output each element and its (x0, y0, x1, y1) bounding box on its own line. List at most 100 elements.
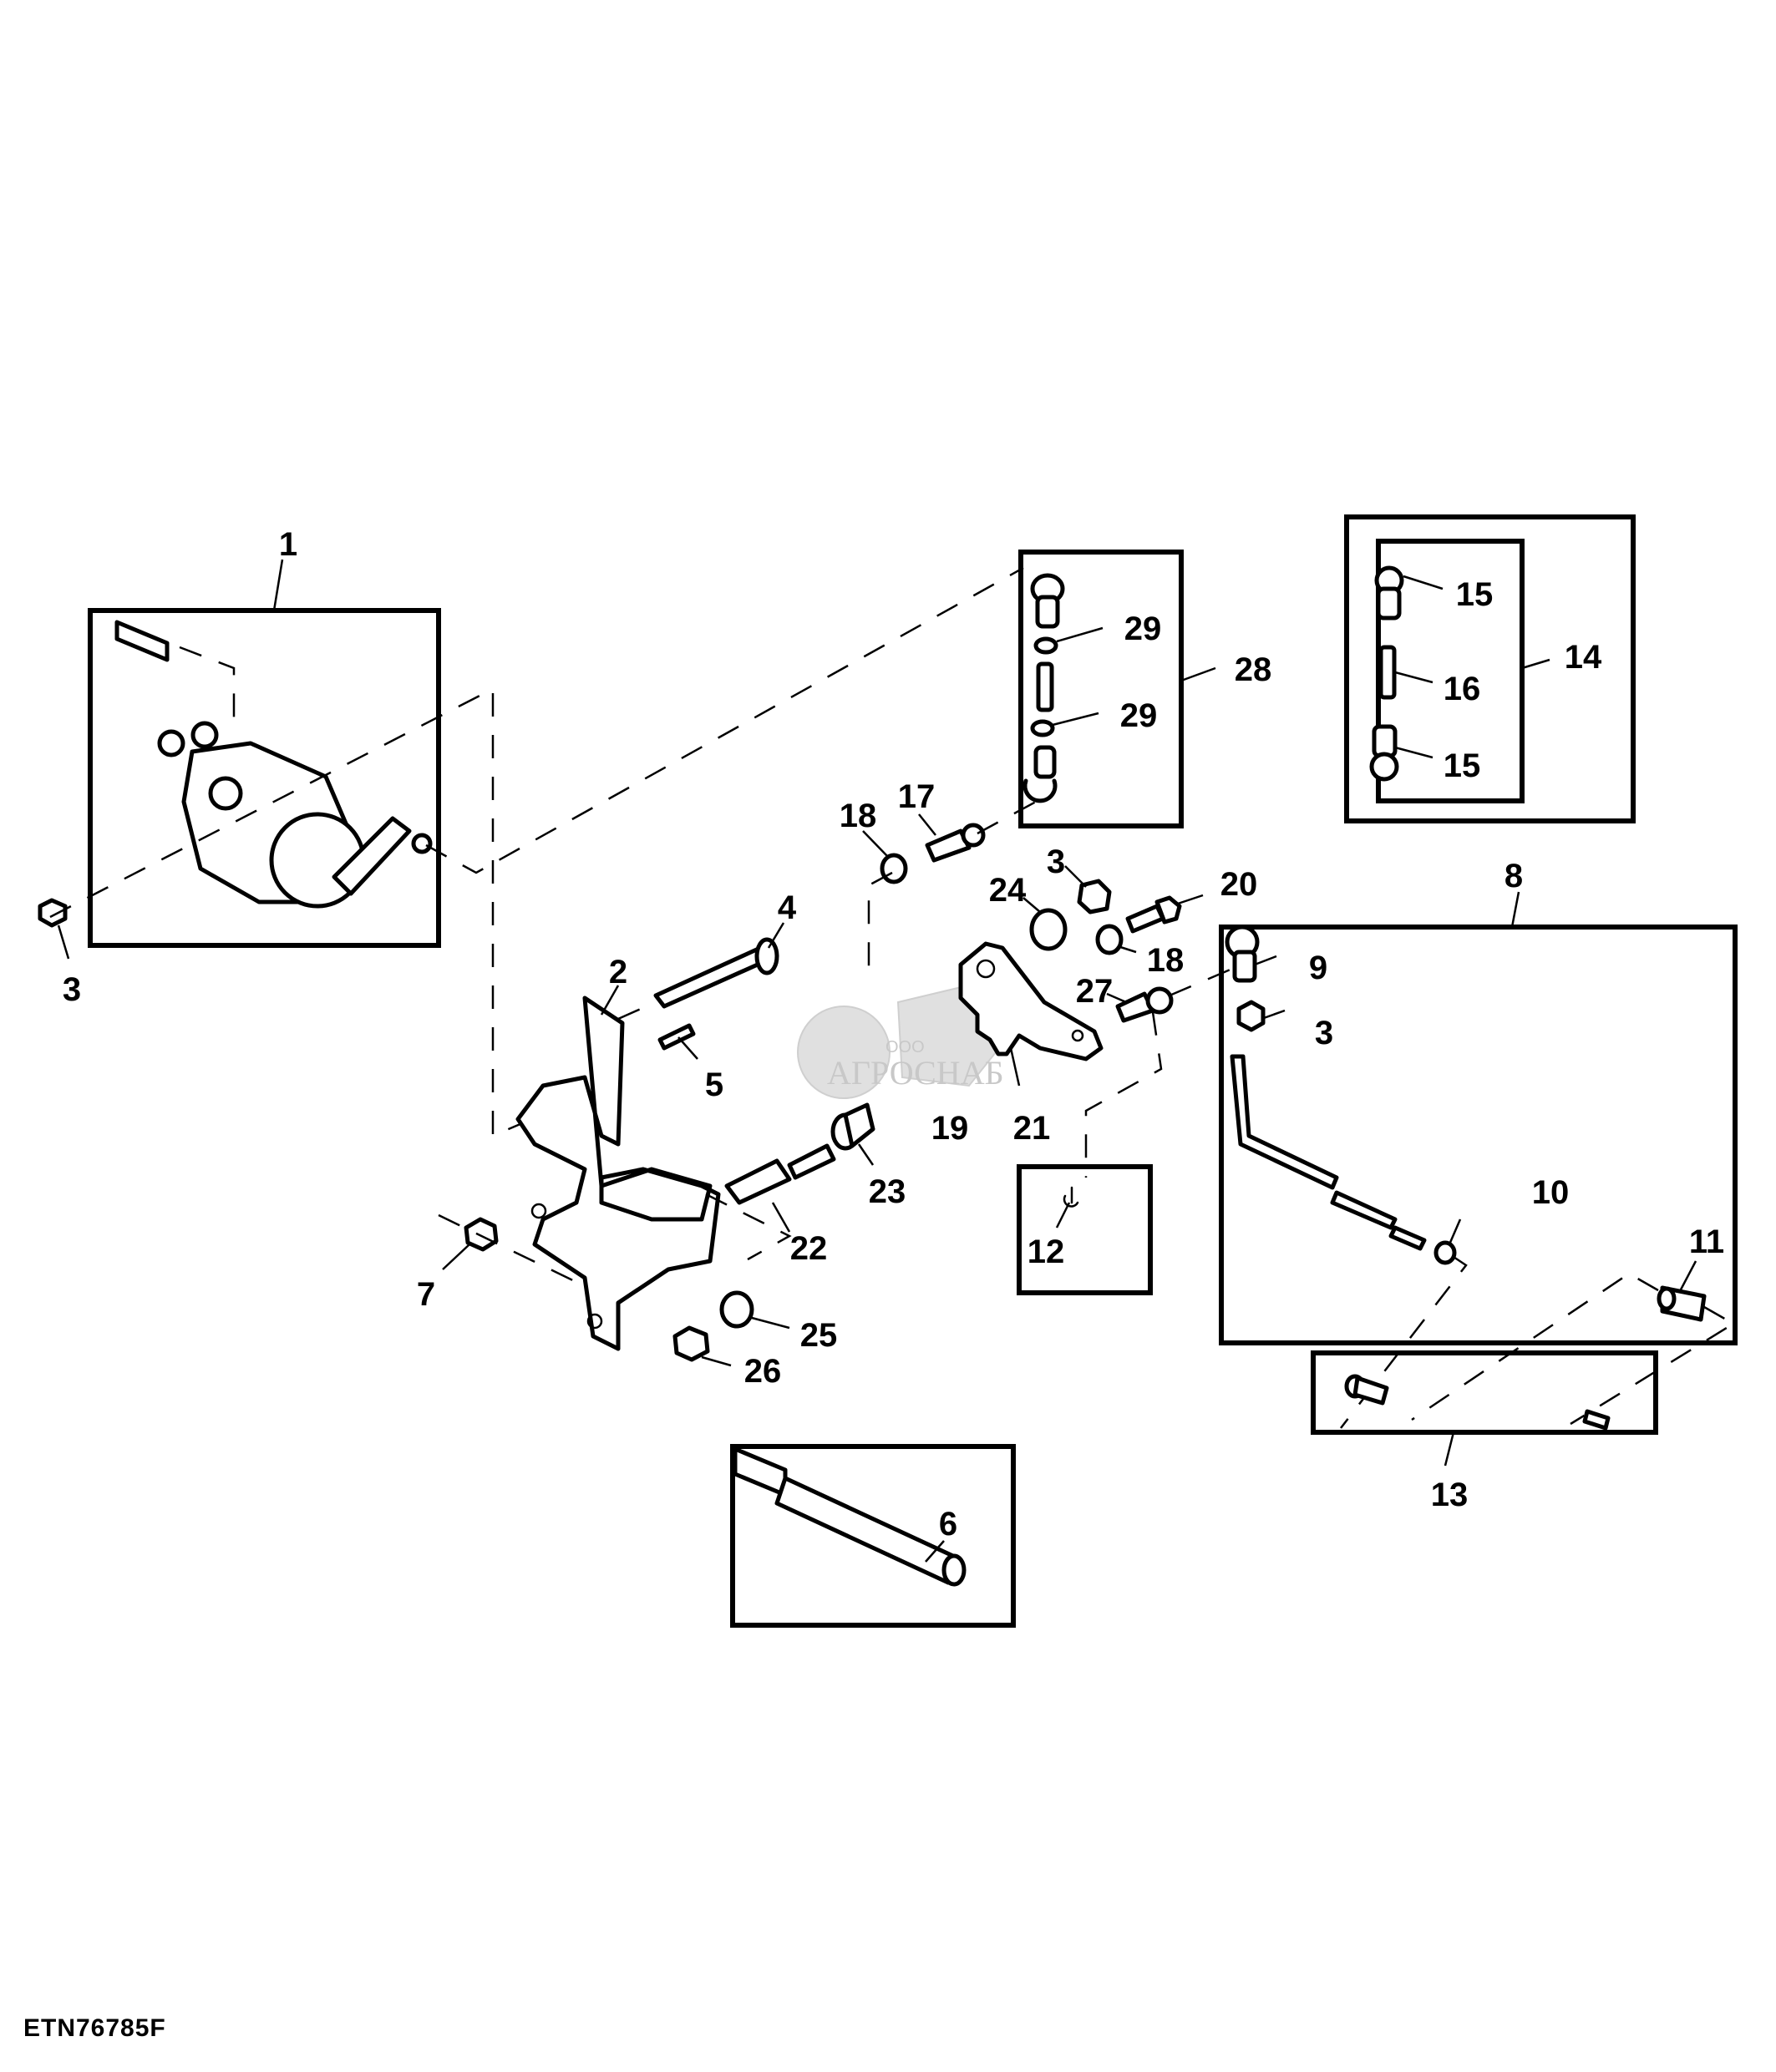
rod-end-9-icon (1225, 925, 1260, 983)
leader-18b (1117, 945, 1137, 954)
callout-23[interactable]: 23 (869, 1173, 906, 1210)
callout-1[interactable]: 1 (279, 526, 297, 563)
adjustable-link-28-icon (1022, 573, 1065, 803)
assembly-box-14 (1344, 514, 1636, 823)
ball-stud-27-icon (1115, 986, 1174, 1023)
exploded-line (438, 1213, 586, 1288)
callout-26[interactable]: 26 (744, 1353, 782, 1390)
clip-12-icon (1063, 1186, 1079, 1208)
callout-10[interactable]: 10 (1532, 1174, 1570, 1211)
callout-18a[interactable]: 18 (840, 798, 877, 834)
callout-29b[interactable]: 29 (1120, 697, 1158, 734)
nut-10-icon (1433, 1240, 1457, 1265)
exploded-line (617, 1001, 657, 1021)
exploded-line (1411, 1272, 1659, 1421)
leader-12 (1055, 1202, 1071, 1229)
exploded-line (425, 566, 1024, 874)
exploded-line (1570, 1305, 1736, 1426)
exploded-line (867, 871, 893, 969)
fitting-13b-icon (1582, 1409, 1611, 1431)
callout-16[interactable]: 16 (1444, 671, 1481, 707)
callout-7[interactable]: 7 (417, 1276, 435, 1313)
leader-28 (1180, 666, 1216, 682)
leader-7 (442, 1244, 470, 1270)
callout-17[interactable]: 17 (898, 778, 936, 815)
leader-15b (1394, 746, 1433, 759)
assembly-box-6 (730, 1444, 1016, 1628)
nut-3c-icon (1236, 1000, 1266, 1032)
callout-15b[interactable]: 15 (1444, 747, 1481, 784)
callout-27[interactable]: 27 (1076, 973, 1114, 1010)
leader-14 (1521, 658, 1550, 670)
watermark-name: АГРОСНАБ (827, 1054, 1004, 1092)
callout-4[interactable]: 4 (778, 889, 797, 926)
callout-15a[interactable]: 15 (1456, 576, 1494, 613)
leader-27 (1106, 992, 1127, 1004)
washer-18b-icon (1095, 924, 1124, 955)
washer-25-icon (719, 1290, 754, 1329)
bolt-20-icon (1125, 895, 1182, 934)
assembly-box-14-inner (1376, 539, 1525, 803)
callout-25[interactable]: 25 (800, 1317, 838, 1354)
stud-22-icon (724, 1143, 836, 1205)
callout-24[interactable]: 24 (989, 872, 1027, 909)
callout-14[interactable]: 14 (1565, 639, 1602, 676)
pin-5-icon (657, 1023, 696, 1051)
leader-26 (701, 1355, 732, 1367)
leader-10 (1448, 1218, 1462, 1245)
leader-15a (1403, 575, 1444, 590)
leader-4 (767, 922, 785, 949)
callout-9[interactable]: 9 (1309, 950, 1327, 986)
leader-22 (771, 1202, 791, 1233)
leader-6 (925, 1540, 945, 1563)
leader-8 (1510, 891, 1520, 928)
callout-19[interactable]: 19 (931, 1110, 969, 1147)
ball-joint-rod-14-icon (1369, 565, 1404, 782)
callout-3b[interactable]: 3 (1047, 843, 1065, 880)
callout-6[interactable]: 6 (939, 1506, 957, 1543)
callout-28[interactable]: 28 (1235, 651, 1272, 688)
callout-18b[interactable]: 18 (1147, 942, 1185, 979)
rod-8-icon (1230, 1054, 1427, 1251)
assembly-box-13 (1311, 1350, 1658, 1435)
callout-11[interactable]: 11 (1689, 1223, 1724, 1260)
figure-id-label: ETN76785F (23, 2014, 166, 2042)
callout-3a[interactable]: 3 (63, 971, 81, 1008)
nut-3b-icon (1077, 879, 1112, 914)
watermark-gear-icon (797, 1006, 891, 1099)
callout-8[interactable]: 8 (1505, 858, 1523, 894)
exploded-line (179, 646, 236, 718)
callout-13[interactable]: 13 (1431, 1477, 1469, 1513)
exploded-line (1084, 1011, 1163, 1178)
ball-stud-17-icon (925, 823, 986, 863)
shaft-6-icon (733, 1446, 967, 1587)
callout-2[interactable]: 2 (609, 954, 627, 990)
callout-3c[interactable]: 3 (1315, 1015, 1333, 1051)
leader-1 (272, 559, 284, 611)
nut-26-icon (672, 1325, 710, 1362)
callout-12[interactable]: 12 (1028, 1234, 1065, 1270)
exploded-line (1340, 1255, 1468, 1429)
exploded-line (491, 693, 552, 1137)
nut-3a-icon (38, 898, 68, 928)
nut-7-icon (464, 1217, 499, 1252)
leader-29b (1052, 712, 1099, 727)
leader-17 (918, 813, 936, 836)
lever-21-icon (958, 941, 1104, 1061)
callout-21[interactable]: 21 (1013, 1110, 1051, 1147)
clevis-11-icon (1657, 1285, 1707, 1322)
washer-24-icon (1029, 908, 1068, 951)
callout-5[interactable]: 5 (705, 1066, 723, 1103)
leader-11 (1677, 1260, 1697, 1294)
leader-18a (862, 830, 888, 857)
callout-20[interactable]: 20 (1220, 866, 1258, 903)
exploded-line (705, 1193, 792, 1261)
assembly-box-12 (1017, 1164, 1153, 1295)
leader-25 (751, 1316, 790, 1330)
callout-22[interactable]: 22 (790, 1230, 828, 1267)
pump-part-icon (114, 620, 433, 909)
callout-29a[interactable]: 29 (1124, 610, 1162, 647)
leader-24 (1022, 897, 1041, 913)
leader-5 (677, 1036, 698, 1060)
